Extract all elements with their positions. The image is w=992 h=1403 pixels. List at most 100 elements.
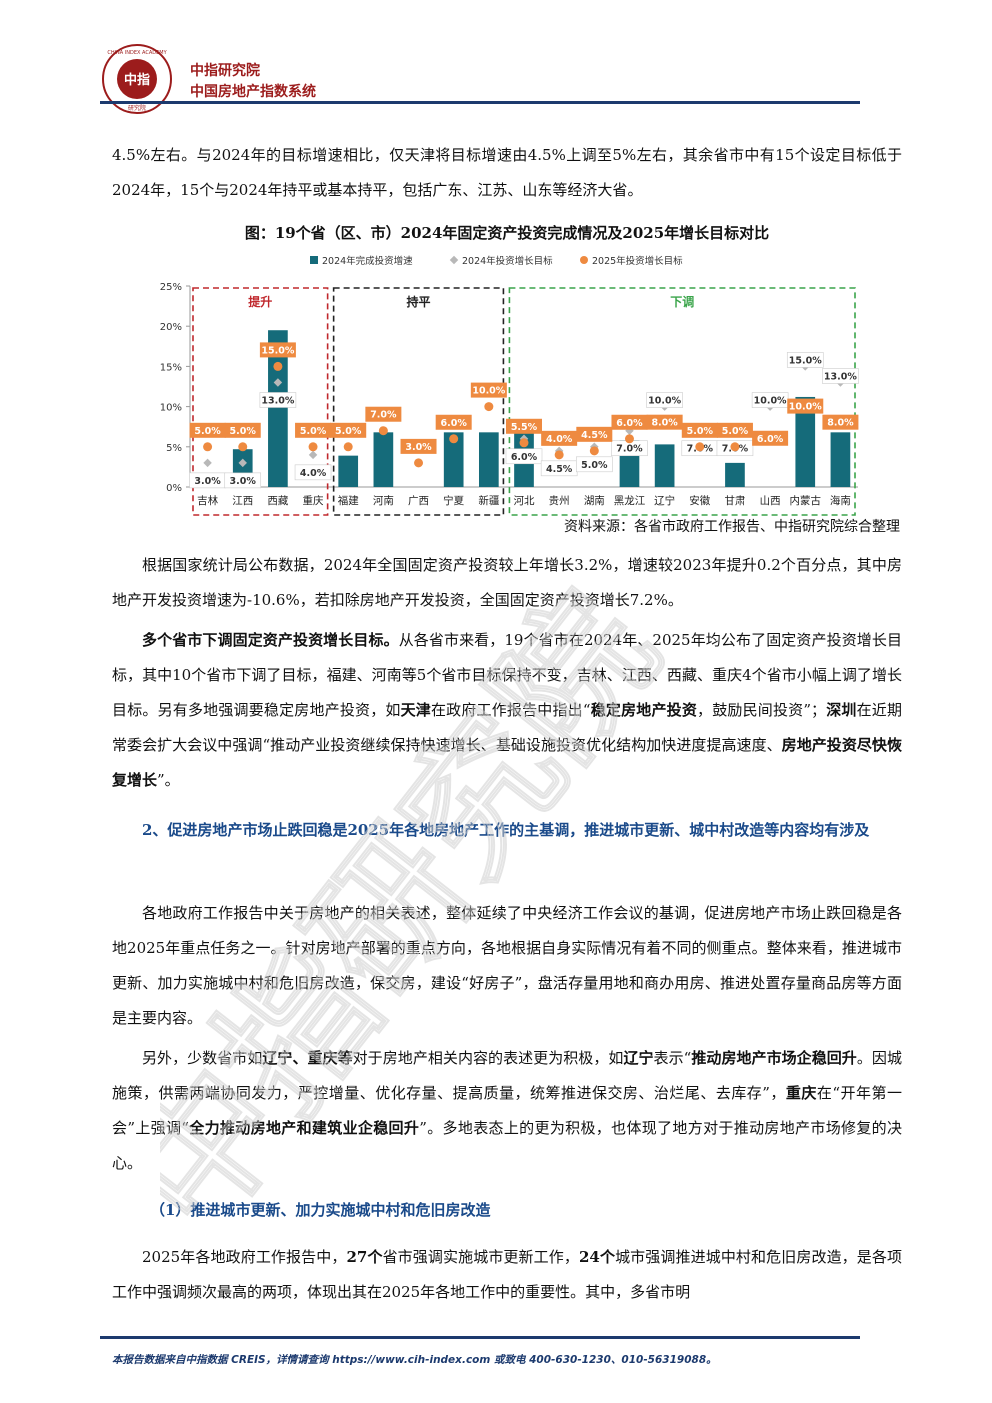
x-tick-label: 河南 [373,494,394,507]
label-box-2024-target [505,448,543,465]
logo-ring-text: CHINA INDEX ACADEMY [107,50,167,56]
label-box-2024-target [786,352,824,368]
group-label: 提升 [248,294,272,309]
label-2025-target: 4.0% [546,434,573,445]
label-2024-target: 13.0% [824,371,857,382]
text-run-bold: 24个 [578,1248,616,1266]
label-box-2025-target [681,422,718,438]
text-run: 从各省市来看，19个省市在2024年、2025年均公布了固定资产投资增长目标，其… [112,631,902,719]
marker-2025-target [624,434,634,444]
label-2024-target: 6.0% [511,452,538,463]
paragraph-4: 各地政府工作报告中关于房地产的相关表述，整体延续了中央经济工作会议的基调，促进房… [112,904,902,1027]
label-2025-target: 5.0% [722,426,749,437]
section-heading-2: 2、促进房地产市场止跌回稳是2025年各地房地产工作的主基调，推进城市更新、城中… [142,821,870,839]
brand-subtitle: 中国房地产指数系统 [190,84,316,100]
label-box-2025-target [295,422,332,438]
x-tick-label: 甘肃 [724,494,745,507]
label-box-2025-target [435,414,472,430]
x-tick-label: 广西 [408,495,429,507]
x-tick-label: 吉林 [197,494,218,507]
marker-2025-target [589,446,599,456]
paragraph-2: 根据国家统计局公布数据，2024年全国固定资产投资较上年增长3.2%，增速较20… [112,556,902,609]
label-box-2024-target [646,392,683,408]
x-tick-label: 江西 [232,495,253,507]
text-run: 省市强调实施城市更新工作， [382,1248,579,1266]
group-box [332,287,505,516]
x-tick-label: 宁夏 [443,494,464,507]
text-run-bold: 房地产投资尽快恢复增长 [112,736,902,789]
logo-bottom-text: 研究院 [128,104,146,112]
x-tick-label: 内蒙古 [790,494,822,507]
group-label: 持平 [407,294,431,309]
label-2024-target: 3.0% [194,476,221,487]
label-2024-target: 10.0% [648,396,681,407]
y-tick-label: 15% [160,362,182,373]
brand-name: 中指研究院 [190,63,260,79]
paragraph-5: 另外，少数省市如辽宁、重庆等对于房地产相关内容的表述更为积极，如辽宁表示“推动房… [112,1041,902,1181]
legend-swatch [580,256,588,264]
marker-2025-target [343,442,353,452]
label-2025-target: 7.0% [370,410,397,421]
text-run: ，鼓励民间投资”； [697,701,827,719]
marker-2025-target [414,458,424,468]
y-tick-label: 20% [160,322,182,333]
marker-2025-target [308,442,318,452]
label-2025-target: 5.0% [335,426,362,437]
label-box-2025-target [752,430,789,446]
marker-2025-target [519,438,529,448]
legend-label: 2025年投资增长目标 [592,255,683,267]
text-run-bold: 稳定房地产投资 [590,701,698,719]
x-tick-label: 福建 [338,494,359,507]
label-2024-target: 7.0% [616,444,643,455]
label-2025-target: 3.0% [405,442,432,453]
y-tick-label: 25% [160,282,182,293]
marker-2025-target [449,434,459,444]
label-box-2025-target [576,426,613,442]
label-2025-target: 6.0% [616,418,643,429]
text-run-bold: 全力推动房地产和建筑业企稳回升 [188,1119,420,1137]
text-run: 在政府工作报告中指出“ [430,701,591,719]
logo-text: 中指 [124,72,150,88]
label-box-2025-target [400,438,437,454]
group-label: 下调 [670,295,694,309]
x-tick-label: 海南 [830,494,851,507]
x-tick-label: 新疆 [478,494,499,507]
label-2025-target: 8.0% [827,418,854,429]
label-2025-target: 6.0% [757,434,784,445]
text-run-bold: 深圳 [826,701,857,719]
footer-divider [100,1336,860,1339]
x-tick-label: 河北 [514,495,535,507]
marker-2024-target [308,450,318,460]
marker-2025-target [378,426,388,436]
footer-note: 本报告数据来自中指数据 CREIS，详情请查询 https://www.cih-… [112,1354,717,1366]
x-tick-label: 西藏 [267,495,288,507]
y-tick-label: 0% [166,483,182,494]
marker-2025-target [273,361,283,371]
bar-2024-actual [725,462,745,487]
label-box-2025-target [822,414,859,430]
paragraph-3: 多个省市下调固定资产投资增长目标。从各省市来看，19个省市在2024年、2025… [112,623,902,798]
paragraph-6: 2025年各地政府工作报告中，27个省市强调实施城市更新工作，24个城市强调推进… [112,1240,902,1310]
text-run: 在近期常委会扩大会议中强调“推动产业投资继续保持快速增长、基础设施投资优化结构加… [112,701,902,754]
x-tick-label: 湖南 [584,494,605,507]
label-2024-target: 4.5% [546,464,573,475]
header-divider [100,101,860,104]
label-box-2025-target [365,406,402,422]
bar-2024-actual [795,396,816,487]
label-2024-target: 3.0% [230,476,257,487]
label-2025-target: 5.0% [194,426,221,437]
x-tick-label: 重庆 [303,494,324,507]
text-run: ”。 [157,771,180,789]
logo: 中指 CHINA INDEX ACADEMY 研究院 [102,44,172,114]
subsection-heading: （1）推进城市更新、加力实施城中村和危旧房改造 [150,1201,491,1219]
label-2025-target: 10.0% [789,402,822,413]
label-box-2024-target [576,456,613,473]
y-tick-label: 5% [166,443,182,454]
bar-2024-actual [268,330,288,487]
marker-2024-target [238,458,247,468]
label-box-2025-target [646,414,683,430]
label-2025-target: 5.0% [300,426,327,437]
x-tick-label: 山西 [760,495,781,507]
label-box-2024-target [294,464,332,481]
figure-title: 图：19个省（区、市）2024年固定资产投资完成情况及2025年增长目标对比 [244,224,770,242]
